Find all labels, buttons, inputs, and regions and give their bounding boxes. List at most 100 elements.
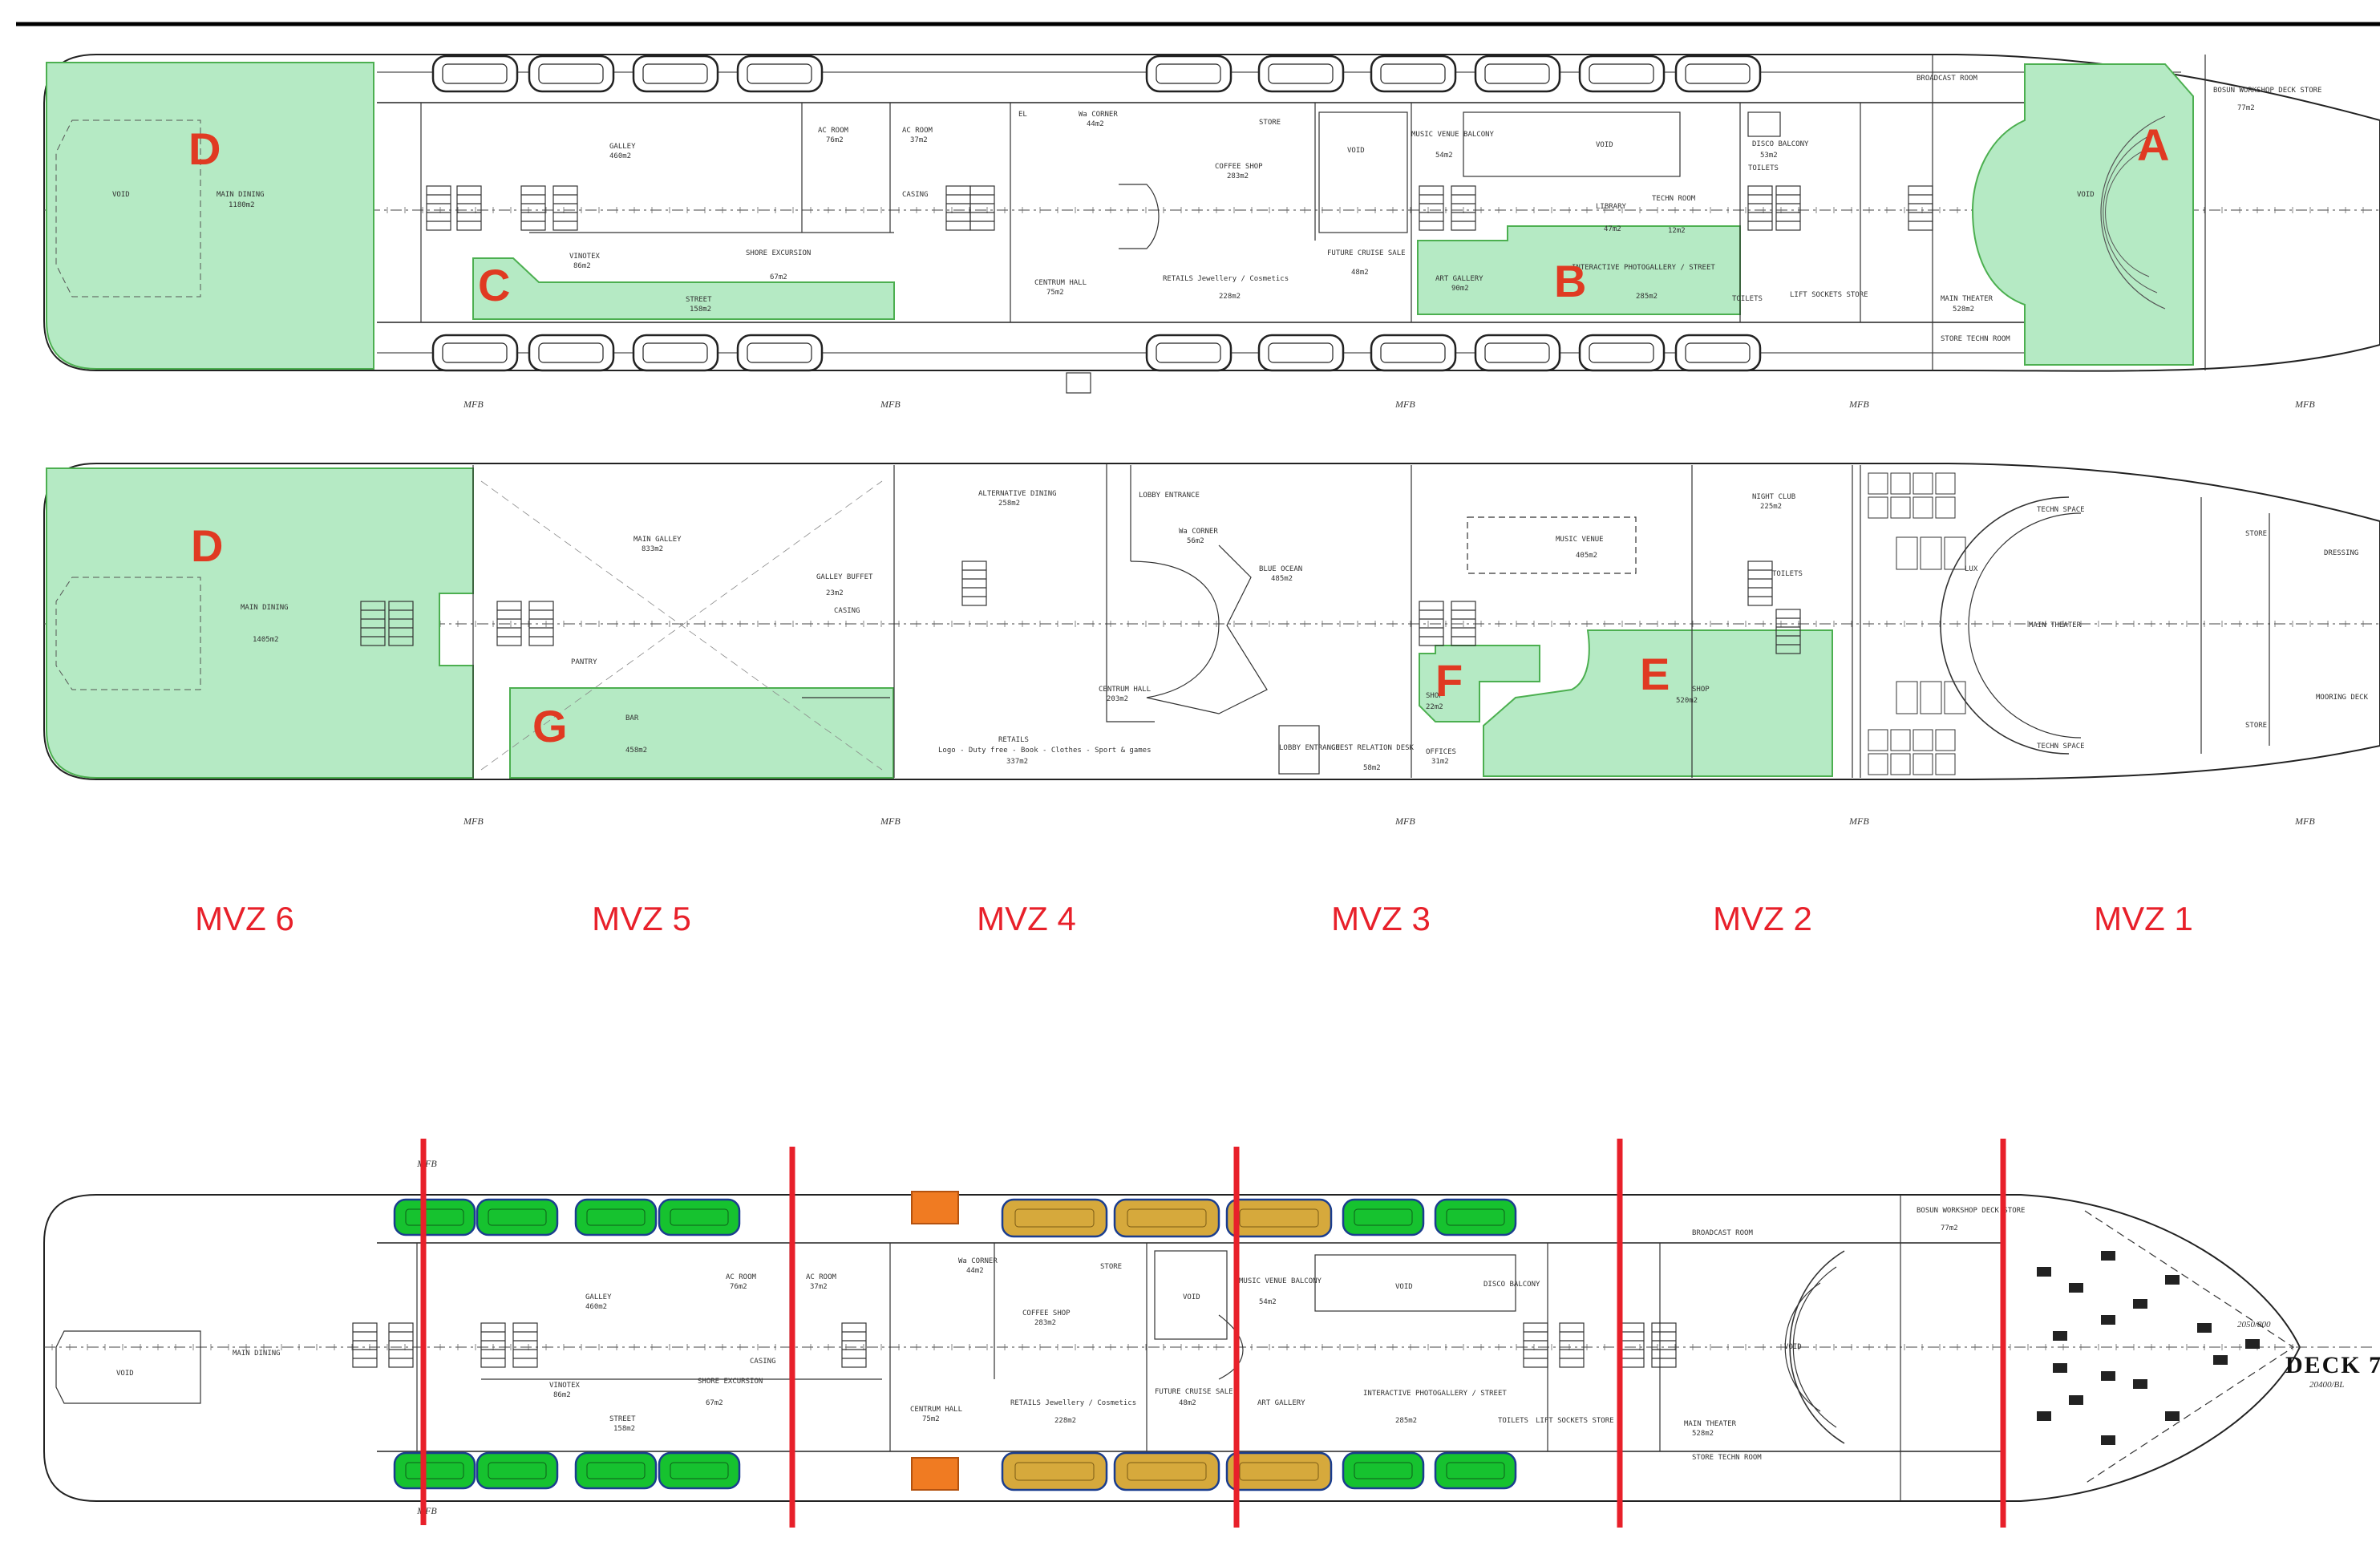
lifeboat-gold <box>1225 1451 1333 1491</box>
room-label: VOID <box>112 191 130 199</box>
zone-c-area <box>472 257 895 320</box>
lifeboat-canopy <box>1589 63 1654 84</box>
lifeboat-green <box>574 1451 658 1490</box>
room-label: BAR <box>625 714 639 722</box>
winch <box>2165 1411 2180 1421</box>
room-label: CASING <box>834 607 860 615</box>
room-label: 228m2 <box>1219 293 1241 301</box>
lifeboat-green <box>1342 1198 1425 1236</box>
stair-block <box>841 1322 867 1368</box>
lifeboat-green <box>574 1198 658 1236</box>
room-label: BROADCAST ROOM <box>1692 1229 1753 1237</box>
lifeboats-deck7 <box>393 1198 1517 1491</box>
deck-plan-upper: MAIN DINING 1180m2 VOID GALLEY 460m2 AC … <box>43 54 2380 410</box>
lifeboat-canopy <box>1685 342 1751 363</box>
stair-block <box>1451 601 1476 646</box>
room-label: RETAILS Jewellery / Cosmetics <box>1010 1399 1136 1407</box>
lifeboat <box>1257 55 1345 93</box>
room-label: 48m2 <box>1179 1399 1196 1407</box>
room-label: 77m2 <box>2237 104 2255 112</box>
room-label: AC ROOM <box>806 1273 837 1281</box>
room-label: 528m2 <box>1953 306 1974 314</box>
room-label: STORE TECHN ROOM <box>1941 335 2010 343</box>
room-label: BLUE OCEAN <box>1259 565 1302 573</box>
room-label: 225m2 <box>1760 503 1782 511</box>
lifeboat-canopy <box>1268 342 1334 363</box>
frame-mark: MFB <box>463 815 484 827</box>
lifeboat-canopy <box>1354 1208 1413 1226</box>
lifeboat <box>1474 55 1561 93</box>
room-label: DISCO BALCONY <box>1483 1281 1540 1289</box>
stair-block <box>426 185 451 231</box>
stair-block <box>1451 185 1476 231</box>
cabin-block <box>1890 472 1911 495</box>
room-label: TOILETS <box>1498 1417 1528 1425</box>
hull-outline-deck7 <box>43 1194 2301 1502</box>
mvz-label-3: MVZ 3 <box>1331 900 1431 937</box>
stair-blocks <box>426 185 1933 231</box>
lifeboat-canopy <box>747 342 812 363</box>
room-label: 23m2 <box>826 589 844 597</box>
room-label: MAIN GALLEY <box>633 536 682 544</box>
room-label: MAIN DINING <box>241 604 289 612</box>
room-label: 37m2 <box>810 1283 828 1291</box>
cabin-block <box>1935 496 1956 519</box>
deck-note-top: 2050/800 <box>2237 1320 2271 1329</box>
room-label: BOSUN WORKSHOP DECK STORE <box>1917 1207 2025 1215</box>
room-label: Wa CORNER <box>1179 528 1218 536</box>
frame-mark: MFB <box>2294 815 2315 827</box>
winch <box>2101 1371 2115 1381</box>
stair-block <box>969 185 995 231</box>
room-label: INTERACTIVE PHOTOGALLERY / STREET <box>1363 1390 1507 1398</box>
stair-block <box>961 561 987 606</box>
winch <box>2053 1363 2067 1373</box>
stair-blocks <box>360 561 1801 654</box>
room-label: CENTRUM HALL <box>1099 686 1151 694</box>
cabin-block <box>1896 536 1918 570</box>
lifeboat <box>632 55 719 93</box>
frame-mark: MFB <box>1394 399 1415 410</box>
lifeboat <box>1674 55 1762 93</box>
room-label: Logo - Duty free - Book - Clothes - Spor… <box>938 747 1152 755</box>
zone-marker-f: F <box>1435 655 1463 706</box>
lifeboat <box>431 55 519 93</box>
mvz-label-5: MVZ 5 <box>592 900 691 937</box>
room-label: SHOP <box>1692 686 1710 694</box>
cabin-block <box>1912 472 1933 495</box>
winch <box>2133 1299 2147 1309</box>
room-label: 47m2 <box>1604 225 1621 233</box>
room-label: 77m2 <box>1941 1224 1958 1232</box>
room-label: 158m2 <box>690 306 711 314</box>
room-label: VINOTEX <box>549 1382 581 1390</box>
frame-mark: MFB <box>1394 815 1415 827</box>
room-label: CASING <box>750 1358 776 1366</box>
room-label: CASING <box>902 191 929 199</box>
room-label: LOBBY ENTRANCE <box>1279 744 1340 752</box>
room-label: 285m2 <box>1636 293 1658 301</box>
winch <box>2069 1283 2083 1293</box>
room-label: LIFT SOCKETS STORE <box>1790 291 1868 299</box>
room-label: STORE <box>1259 119 1281 127</box>
room-label: 283m2 <box>1034 1319 1056 1327</box>
stair-block <box>480 1322 506 1368</box>
room-label: MUSIC VENUE <box>1556 536 1604 544</box>
lifeboat <box>1674 334 1762 372</box>
theater-arc <box>2100 115 2166 310</box>
room-label: 53m2 <box>1760 152 1778 160</box>
lifeboat-canopy <box>1484 63 1550 84</box>
stair-block <box>496 601 522 646</box>
lifeboat-canopy <box>1014 1208 1095 1228</box>
room-label: 37m2 <box>910 136 928 144</box>
room-label: ART GALLERY <box>1435 275 1483 283</box>
lifeboat-green <box>1434 1451 1517 1490</box>
room-label: OFFICES <box>1426 748 1456 756</box>
winch <box>2101 1315 2115 1325</box>
room-label: LUX <box>1965 565 1978 573</box>
stair-block <box>520 185 546 231</box>
room-label: TOILETS <box>1732 295 1763 303</box>
room-label: TOILETS <box>1772 570 1803 578</box>
lifeboat-canopy <box>488 1462 547 1479</box>
room-partitions <box>420 55 2206 394</box>
cabin-block <box>1935 753 1956 775</box>
zone-marker-a: A <box>2137 119 2169 170</box>
